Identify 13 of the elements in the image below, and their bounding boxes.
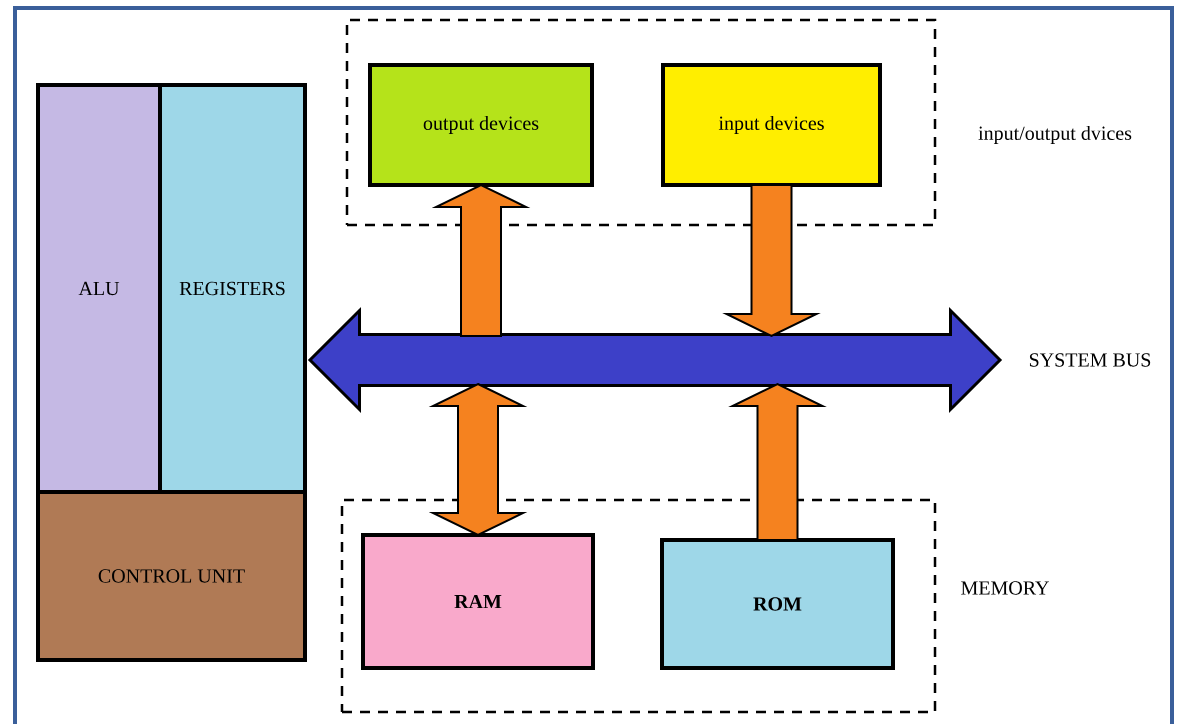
block-arrow [431, 183, 531, 337]
unit-box: REGISTERS [158, 83, 307, 494]
unit-box: ALU [36, 83, 162, 494]
device-box: input devices [661, 63, 882, 187]
group-label: input/output dvices [978, 125, 1132, 145]
memory-box: RAM [361, 533, 595, 670]
block-arrow [722, 184, 821, 338]
bus-label: SYSTEM BUS [1029, 353, 1151, 367]
unit-box: CONTROL UNIT [36, 490, 307, 662]
group-label: MEMORY [961, 581, 1049, 595]
device-box: output devices [368, 63, 594, 187]
block-arrow [728, 382, 827, 541]
memory-box: ROM [660, 538, 895, 670]
